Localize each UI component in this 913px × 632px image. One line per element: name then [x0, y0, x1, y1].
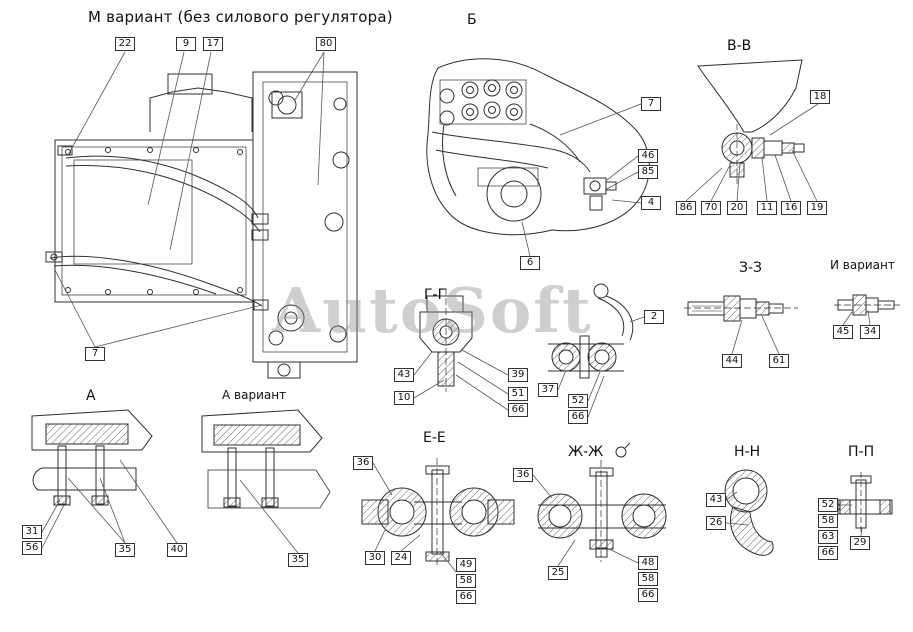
callout-vv-18[interactable]: 18	[810, 90, 830, 104]
callout-zz-44[interactable]: 44	[722, 354, 742, 368]
callout-ee-24[interactable]: 24	[391, 551, 411, 565]
drawing-nn	[724, 469, 774, 556]
callout-pp-63[interactable]: 63	[818, 530, 838, 544]
callout-vv-16[interactable]: 16	[781, 201, 801, 215]
drawing-ee	[361, 458, 515, 568]
callout-gg-10[interactable]: 10	[394, 391, 414, 405]
callout-zz-61[interactable]: 61	[769, 354, 789, 368]
callout-iv-45[interactable]: 45	[833, 325, 853, 339]
drawing-gg	[419, 283, 634, 392]
callout-gg-52[interactable]: 52	[568, 394, 588, 408]
callout-vv-70[interactable]: 70	[701, 201, 721, 215]
drawing-main	[45, 71, 358, 379]
callout-zh-48[interactable]: 48	[638, 556, 658, 570]
section-label-pp: П-П	[848, 444, 875, 460]
callout-iv-34[interactable]: 34	[860, 325, 880, 339]
callout-zh-36[interactable]: 36	[513, 468, 533, 482]
callout-vv-20[interactable]: 20	[727, 201, 747, 215]
callout-gg-37[interactable]: 37	[538, 383, 558, 397]
drawing-av	[201, 409, 331, 509]
callout-vv-11[interactable]: 11	[757, 201, 777, 215]
callout-ee-36[interactable]: 36	[353, 456, 373, 470]
callout-gg-43[interactable]: 43	[394, 368, 414, 382]
callout-zh-66[interactable]: 66	[638, 588, 658, 602]
section-label-zz: З-З	[739, 260, 763, 276]
drawing-zh	[537, 442, 667, 562]
callout-gg-66b[interactable]: 66	[568, 410, 588, 424]
section-label-vv: В-В	[727, 38, 752, 54]
callout-b-7[interactable]: 7	[641, 97, 661, 111]
callout-b-4[interactable]: 4	[641, 196, 661, 210]
section-label-av: А вариант	[222, 388, 287, 402]
section-label-iv: И вариант	[830, 258, 895, 272]
drawing-iv	[834, 294, 900, 316]
callout-a-56[interactable]: 56	[22, 541, 42, 555]
drawing-pp	[831, 472, 893, 534]
callout-b-6[interactable]: 6	[520, 256, 540, 270]
callout-gg-39[interactable]: 39	[508, 368, 528, 382]
page-title: М вариант (без силового регулятора)	[88, 8, 393, 26]
callout-main-17[interactable]: 17	[203, 37, 223, 51]
callout-gg-2[interactable]: 2	[644, 310, 664, 324]
callout-ee-30[interactable]: 30	[365, 551, 385, 565]
callout-b-46[interactable]: 46	[638, 149, 658, 163]
callout-av-35[interactable]: 35	[288, 553, 308, 567]
callout-zh-25[interactable]: 25	[548, 566, 568, 580]
callout-pp-58[interactable]: 58	[818, 514, 838, 528]
callout-b-85[interactable]: 85	[638, 165, 658, 179]
drawing-zz	[684, 295, 798, 322]
callout-nn-43[interactable]: 43	[706, 493, 726, 507]
callout-main-80[interactable]: 80	[316, 37, 336, 51]
zh-section-mark-icon	[615, 442, 631, 458]
callout-gg-51[interactable]: 51	[508, 387, 528, 401]
callout-ee-58[interactable]: 58	[456, 574, 476, 588]
callout-a-40[interactable]: 40	[167, 543, 187, 557]
section-label-zh: Ж-Ж	[568, 444, 604, 460]
drawing-a	[31, 409, 153, 506]
callout-gg-66[interactable]: 66	[508, 403, 528, 417]
callout-vv-86[interactable]: 86	[676, 201, 696, 215]
drawing-vv	[697, 59, 805, 184]
leader-lines	[41, 51, 871, 573]
callout-nn-26[interactable]: 26	[706, 516, 726, 530]
callout-vv-19[interactable]: 19	[807, 201, 827, 215]
section-label-a: А	[86, 388, 96, 404]
callout-ee-66[interactable]: 66	[456, 590, 476, 604]
callout-main-7[interactable]: 7	[85, 347, 105, 361]
section-label-b: Б	[467, 12, 477, 28]
callout-main-9[interactable]: 9	[176, 37, 196, 51]
callout-zh-58[interactable]: 58	[638, 572, 658, 586]
callout-main-22[interactable]: 22	[115, 37, 135, 51]
callout-a-31[interactable]: 31	[22, 525, 42, 539]
callout-a-35[interactable]: 35	[115, 543, 135, 557]
section-label-gg: Г-Г	[424, 287, 447, 303]
section-label-ee: Е-Е	[423, 430, 446, 446]
drawing-b	[426, 58, 650, 236]
section-label-nn: Н-Н	[734, 444, 761, 460]
callout-pp-52[interactable]: 52	[818, 498, 838, 512]
callout-pp-66[interactable]: 66	[818, 546, 838, 560]
callout-pp-29[interactable]: 29	[850, 536, 870, 550]
callout-ee-49[interactable]: 49	[456, 558, 476, 572]
